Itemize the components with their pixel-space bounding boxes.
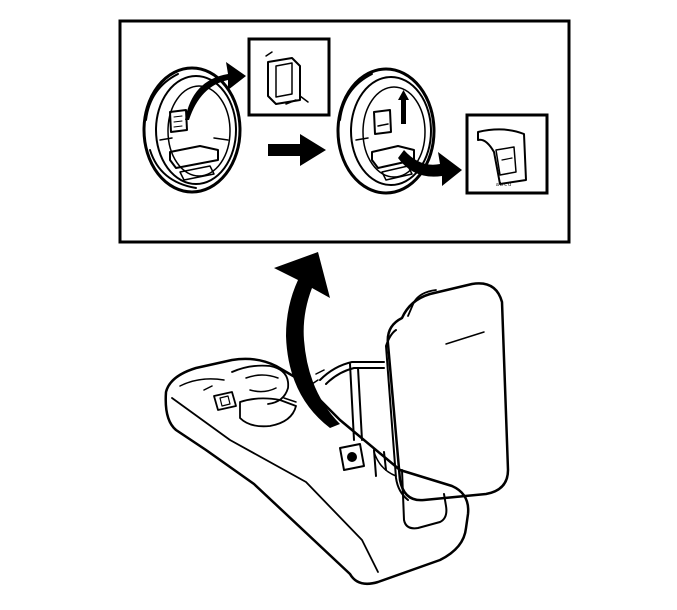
latch-housing-closed [142,66,242,194]
seat-latch-pad [213,391,237,411]
headrest-post [311,361,387,477]
small-up-arrow [398,90,409,124]
seat-cushion [164,357,470,585]
step-arrow [268,134,326,166]
detail-inset: a b c d [118,19,571,244]
headrest [373,282,510,530]
release-button [339,443,365,471]
latch-detail-closed [247,37,331,117]
latch-detail-released: a b c d [465,113,549,195]
tiny-marks: a b c d [496,182,511,188]
curved-arrow-to-detail-2 [398,150,462,186]
large-curved-arrow [274,252,340,428]
curved-arrow-to-detail [185,62,246,120]
